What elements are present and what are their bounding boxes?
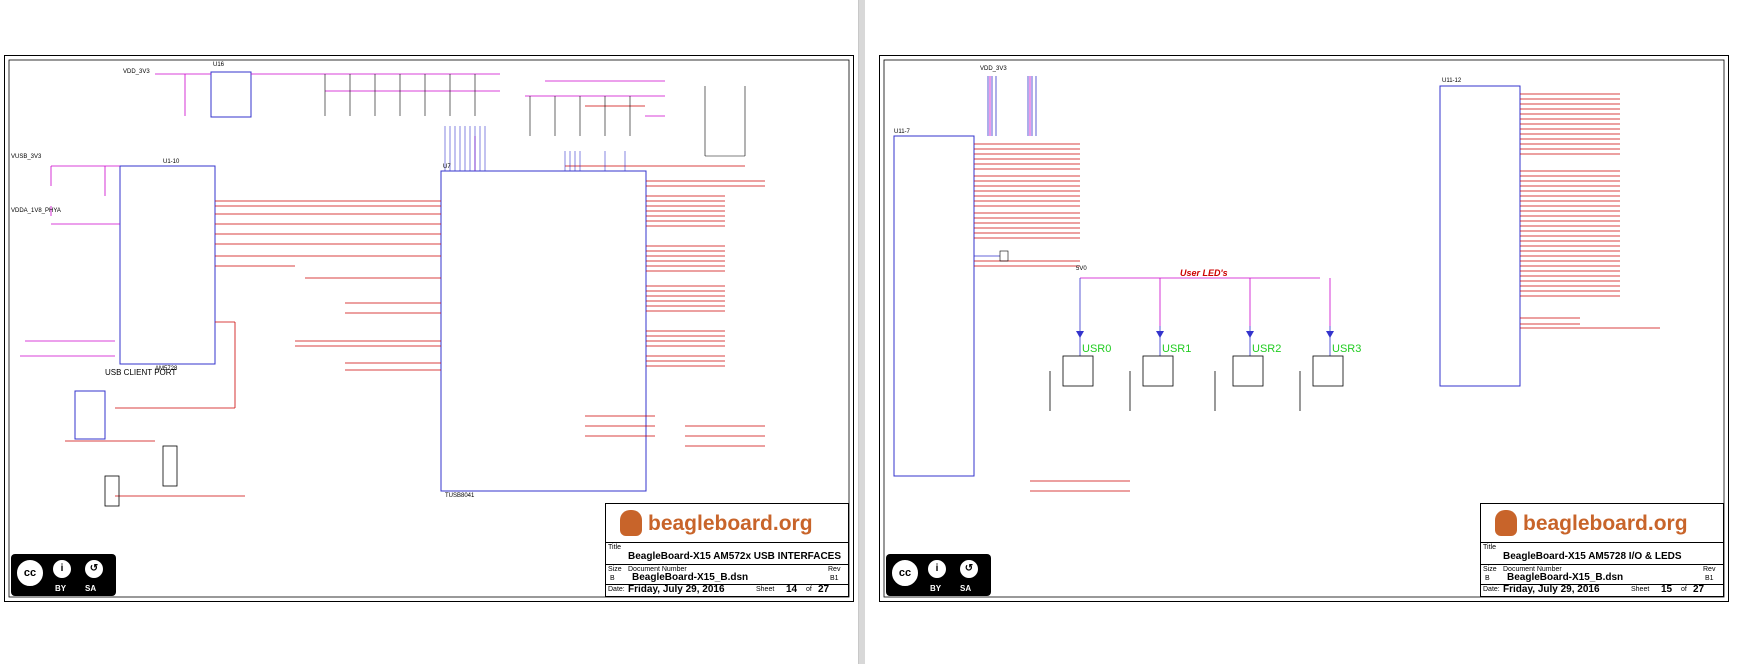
vdd-3v3-net: VDD_3V3 xyxy=(980,66,1007,72)
rev-field-label: Rev xyxy=(828,566,841,573)
docnum-field-label: Document Number xyxy=(628,566,687,573)
sheet-field-label: Sheet xyxy=(1631,586,1650,593)
beagle-logo-icon xyxy=(1495,510,1517,536)
title-field-label: Title xyxy=(1483,544,1496,551)
u1-label: U1-10 xyxy=(163,159,180,165)
date-value: Friday, July 29, 2016 xyxy=(1503,584,1600,595)
vdd-5v-net: 5V0 xyxy=(1076,266,1087,272)
rev-value: B1 xyxy=(1705,575,1714,582)
document-number: BeagleBoard-X15_B.dsn xyxy=(632,572,749,583)
document-number: BeagleBoard-X15_B.dsn xyxy=(1507,572,1624,583)
rev-field-label: Rev xyxy=(1703,566,1716,573)
beagle-logo-icon xyxy=(620,510,642,536)
cc-sa-label: SA xyxy=(960,584,972,593)
schematic-drawing-2 xyxy=(883,59,1725,598)
sheet-total: 27 xyxy=(1693,584,1705,595)
schematic-sheet-14: VDD_3V3 U16 VUSB_3V3 VDDA_1V8_PHYA U1-10… xyxy=(4,55,854,602)
sheet-title: BeagleBoard-X15 AM5728 I/O & LEDS xyxy=(1503,551,1682,562)
cc-by-label: BY xyxy=(55,584,67,593)
sheet-title: BeagleBoard-X15 AM572x USB INTERFACES xyxy=(628,551,842,562)
mcu-part-label: AM5728 xyxy=(155,366,178,372)
vusb-label: VUSB_3V3 xyxy=(11,154,42,160)
page-right: VDD_3V3 5V0 U11-7 U11-12 User LED's USR0… xyxy=(865,0,1739,664)
title-block: beagleboard.org Title BeagleBoard-X15 AM… xyxy=(1480,503,1724,597)
user-leds-header: User LED's xyxy=(1180,268,1228,278)
of-label: of xyxy=(1681,586,1687,593)
sheet-field-label: Sheet xyxy=(756,586,775,593)
vdda-label: VDDA_1V8_PHYA xyxy=(11,208,61,214)
usb-client-port-label: USB CLIENT PORT xyxy=(105,368,177,377)
rev-value: B1 xyxy=(830,575,839,582)
u11-12-label: U11-12 xyxy=(1442,78,1462,84)
u7-label: U7 xyxy=(443,164,451,170)
sheet-total: 27 xyxy=(818,584,830,595)
led-usr1-label: USR1 xyxy=(1162,343,1192,355)
date-field-label: Date: xyxy=(608,586,625,593)
attribution-icon: i xyxy=(926,558,948,580)
title-block: beagleboard.org Title BeagleBoard-X15 AM… xyxy=(605,503,849,597)
page-left: VDD_3V3 U16 VUSB_3V3 VDDA_1V8_PHYA U1-10… xyxy=(0,0,858,664)
title-field-label: Title xyxy=(608,544,621,551)
sheet-number: 14 xyxy=(786,584,798,595)
attribution-icon: i xyxy=(51,558,73,580)
hub-part-label: TUSB8041 xyxy=(445,493,475,499)
size-field-label: Size xyxy=(1483,566,1497,573)
size-value: B xyxy=(610,575,615,582)
date-value: Friday, July 29, 2016 xyxy=(628,584,725,595)
schematic-drawing xyxy=(8,59,850,598)
u16-label: U16 xyxy=(213,62,225,68)
u11-7-label: U11-7 xyxy=(894,129,910,135)
led-usr3-label: USR3 xyxy=(1332,343,1362,355)
led-usr2-label: USR2 xyxy=(1252,343,1282,355)
of-label: of xyxy=(806,586,812,593)
cc-by-label: BY xyxy=(930,584,942,593)
docnum-field-label: Document Number xyxy=(1503,566,1562,573)
cc-license-badge: cc i ↺ BY SA xyxy=(886,554,991,596)
share-alike-icon: ↺ xyxy=(958,558,980,580)
sheet-number: 15 xyxy=(1661,584,1673,595)
size-field-label: Size xyxy=(608,566,622,573)
schematic-sheet-15: VDD_3V3 5V0 U11-7 U11-12 User LED's USR0… xyxy=(879,55,1729,602)
cc-icon: cc xyxy=(890,558,920,588)
cc-icon: cc xyxy=(15,558,45,588)
date-field-label: Date: xyxy=(1483,586,1500,593)
vdd-3v3-label: VDD_3V3 xyxy=(123,69,150,75)
led-usr0-label: USR0 xyxy=(1082,343,1112,355)
share-alike-icon: ↺ xyxy=(83,558,105,580)
logo-text: beagleboard.org xyxy=(1523,512,1688,535)
size-value: B xyxy=(1485,575,1490,582)
cc-sa-label: SA xyxy=(85,584,97,593)
cc-license-badge: cc i ↺ BY SA xyxy=(11,554,116,596)
logo-text: beagleboard.org xyxy=(648,512,813,535)
